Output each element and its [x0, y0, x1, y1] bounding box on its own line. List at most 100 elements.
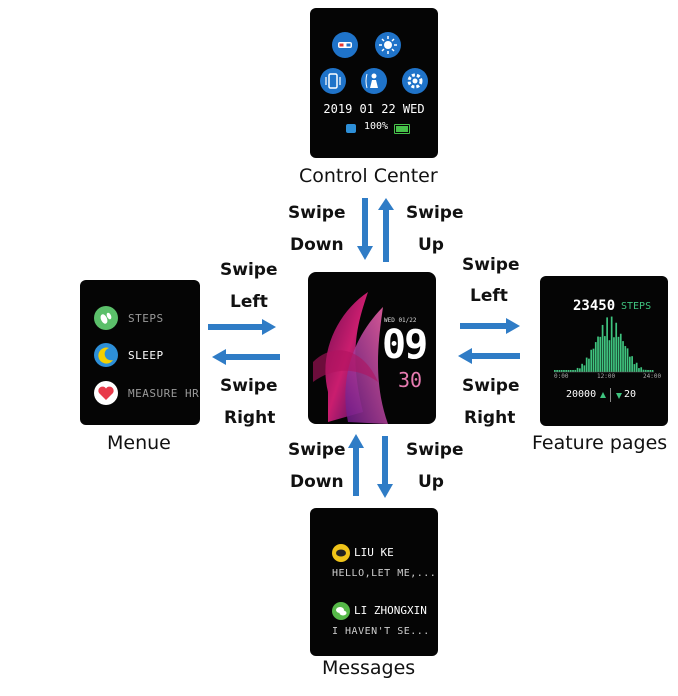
watch-minute: 30	[398, 368, 423, 392]
message-preview-1: HELLO,LET ME,...	[332, 568, 437, 579]
histogram-bar	[590, 349, 593, 372]
histogram-bar	[615, 322, 618, 372]
menu-label-sleep: SLEEP	[128, 348, 164, 362]
find-phone-icon	[361, 68, 387, 94]
histogram-bar	[581, 363, 583, 372]
watch-art-icon	[313, 292, 388, 424]
histogram-bar	[610, 316, 613, 372]
histogram-bar	[635, 362, 638, 372]
arrow-left-right-icon	[458, 348, 520, 364]
wechat-icon	[332, 602, 350, 620]
histogram-bar	[579, 368, 581, 372]
histogram-bar	[608, 340, 611, 372]
histogram-bar	[572, 370, 574, 372]
histogram-bar	[617, 336, 620, 372]
sleep-icon	[94, 343, 118, 367]
histogram-bar	[554, 370, 556, 372]
arrow-right-left-icon	[208, 319, 276, 335]
histogram-bar	[638, 368, 640, 372]
message-preview-2: I HAVEN'T SE...	[332, 626, 430, 637]
histogram-bar	[604, 336, 606, 372]
menu-label-steps: STEPS	[128, 311, 164, 325]
gesture-left-bottom-line2: Right	[224, 408, 276, 428]
steps-icon	[94, 306, 118, 330]
messages-caption: Messages	[322, 657, 416, 679]
arrow-left-left-icon	[212, 349, 280, 365]
menu-screen: STEPS SLEEP MEASURE HR	[80, 280, 200, 425]
gesture-top-right-line1: Swipe	[406, 203, 464, 223]
gesture-bottom-right-line1: Swipe	[406, 440, 464, 460]
histogram-bar	[626, 348, 629, 372]
watch-date: WED 01/22	[384, 317, 417, 324]
gesture-right-bottom-line2: Right	[464, 408, 516, 428]
goal-value: 20000	[566, 389, 597, 400]
histogram-bar	[619, 333, 622, 372]
histogram-bar	[592, 348, 595, 372]
menu-item-measure-hr[interactable]: MEASURE HR	[94, 379, 199, 407]
battery-percent: 100%	[364, 121, 389, 132]
histogram-bar	[601, 324, 604, 372]
message-sender-2: LI ZHONGXIN	[354, 604, 427, 617]
histogram-bar	[556, 370, 558, 372]
gesture-left-top-line1: Swipe	[220, 260, 278, 280]
divider	[610, 388, 611, 402]
battery-icon	[394, 124, 410, 134]
gesture-left-top-line2: Left	[230, 292, 268, 312]
gesture-bottom-right-line2: Up	[418, 472, 444, 492]
watch-hour: 09	[382, 322, 428, 368]
histogram-bar	[642, 369, 645, 372]
gesture-top-left-line2: Down	[290, 235, 344, 255]
steps-histogram	[554, 316, 654, 373]
histogram-bar	[624, 346, 627, 372]
histogram-bar	[644, 369, 647, 372]
histogram-bar	[640, 367, 643, 372]
heart-icon	[94, 381, 118, 405]
histogram-bar	[574, 369, 577, 372]
vibrate-icon	[320, 68, 346, 94]
menu-item-sleep[interactable]: SLEEP	[94, 341, 164, 369]
rank-value: 20	[624, 389, 637, 400]
rank-down-icon	[616, 393, 622, 399]
gesture-bottom-left-line1: Swipe	[288, 440, 346, 460]
menu-label-measure-hr: MEASURE HR	[128, 386, 200, 400]
histogram-bar	[631, 356, 633, 372]
histogram-bar	[633, 364, 636, 372]
histogram-bar	[585, 357, 588, 372]
feature-caption: Feature pages	[532, 432, 668, 454]
histogram-bar	[558, 370, 561, 372]
histogram-bar	[588, 358, 590, 372]
histogram-bar	[606, 317, 608, 372]
gesture-bottom-left-line2: Down	[290, 472, 344, 492]
settings-icon	[402, 68, 428, 94]
brightness-icon	[375, 32, 401, 58]
steps-unit: STEPS	[621, 301, 652, 312]
arrow-up-bottom-icon	[348, 434, 364, 496]
gesture-right-top-line2: Left	[470, 286, 508, 306]
messages-screen: LIU KE HELLO,LET ME,... LI ZHONGXIN I HA…	[310, 508, 438, 656]
histogram-bar	[567, 370, 570, 372]
goal-up-icon	[600, 392, 606, 398]
bluetooth-icon	[346, 124, 356, 133]
menu-item-steps[interactable]: STEPS	[94, 304, 164, 332]
arrow-down-bottom-icon	[377, 436, 393, 498]
control-center-screen: 2019 01 22 WED 100%	[310, 8, 438, 158]
tick-label-0: 0:00	[554, 373, 569, 380]
gesture-right-top-line1: Swipe	[462, 255, 520, 275]
chat-bubble-icon	[332, 544, 350, 562]
cc-date: 2019 01 22 WED	[323, 102, 425, 116]
histogram-bar	[563, 370, 565, 372]
histogram-bar	[560, 370, 563, 372]
tick-label-2: 24:00	[643, 373, 662, 380]
gesture-top-left-line1: Swipe	[288, 203, 346, 223]
histogram-bar	[569, 370, 572, 372]
steps-value: 23450	[573, 298, 616, 314]
histogram-bar	[629, 356, 631, 372]
histogram-bar	[594, 342, 597, 372]
histogram-bar	[647, 370, 649, 372]
histogram-bar	[613, 337, 615, 372]
gesture-top-right-line2: Up	[418, 235, 444, 255]
histogram-bar	[651, 370, 654, 372]
feature-screen: 23450 STEPS 0:00 12:00 24:00 20000 20	[540, 276, 668, 426]
arrow-right-right-icon	[460, 318, 520, 334]
control-center-caption: Control Center	[299, 165, 438, 187]
